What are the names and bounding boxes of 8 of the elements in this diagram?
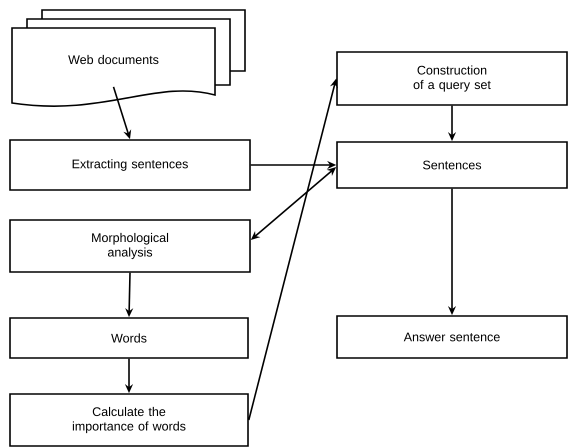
data-box: Sentences — [336, 141, 568, 189]
process-box: Calculate the importance of words — [9, 393, 249, 447]
document-stack: Web documents — [11, 9, 246, 107]
data-box: Answer sentence — [336, 315, 568, 359]
data-box: Words — [9, 317, 249, 359]
process-box: Extracting sentences — [9, 139, 251, 191]
process-box: Construction of a query set — [336, 51, 568, 106]
process-box: Morphological analysis — [9, 219, 251, 273]
